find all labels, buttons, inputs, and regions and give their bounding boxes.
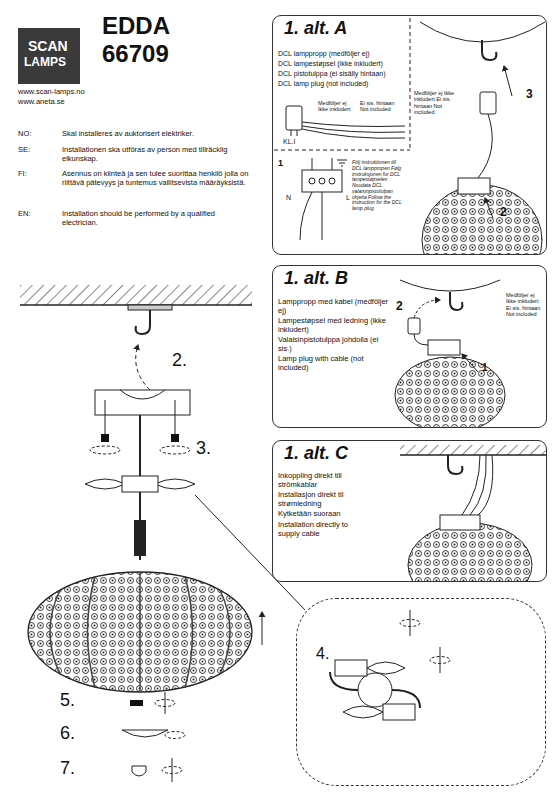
language-code: FI:	[18, 170, 27, 179]
panel-text: DCL lamp plug (not included)	[278, 80, 408, 88]
instruction-panel: 1. alt. A DCL lamppropp (medföljer ej) DCL…	[272, 15, 547, 255]
callout-number: 1	[278, 158, 283, 168]
callout-number: 7.	[60, 758, 75, 779]
panel-heading: 1. alt. C	[284, 443, 348, 464]
small-note: Ei sis. hintaan Not included	[360, 100, 404, 113]
panel-heading: 1. alt. A	[284, 18, 347, 39]
small-note: Följ instruktionen till DCL lamppropen F…	[352, 160, 406, 212]
url: www.scan-lamps.no	[18, 88, 85, 97]
panel-text: Lampestøpsel med ledning (ikke inkludert…	[278, 317, 390, 334]
callout-number: 4.	[316, 645, 329, 663]
instruction-panel: 1. alt. B Lamppropp med kabel (medföljer …	[272, 265, 547, 428]
callout-number: 2.	[172, 350, 187, 371]
safety-note: Asennus on kiinteä ja sen tulee suoritta…	[62, 170, 257, 187]
logo-text: SCAN	[28, 38, 68, 54]
panel-text: Installation directly to supply cable	[278, 521, 370, 538]
detail-callout-box: 4.	[296, 598, 546, 786]
callout-number: 3	[526, 88, 533, 102]
panel-text: Kytketään suoraan	[278, 510, 370, 519]
panel-text: DCL pistotulppa (ei sisälly hintaan)	[278, 70, 408, 78]
small-note: Medföljer ej Ikke inkludert Ei sis. hint…	[414, 90, 462, 115]
callout-number: 5.	[60, 690, 75, 711]
logo-square	[18, 28, 80, 84]
panel-text: Lamp plug with cable (not included)	[278, 355, 390, 372]
panel-text: DCL lamppropp (medföljer ej)	[278, 50, 408, 58]
callout-number: 6.	[60, 723, 75, 744]
logo-text: LAMPS	[24, 56, 66, 70]
callout-number: 2	[396, 300, 403, 314]
language-code: EN:	[18, 210, 31, 219]
terminal-label: N	[286, 194, 291, 202]
safety-note: Installationen ska utföras av person med…	[62, 146, 252, 163]
callout-number: 2	[500, 206, 507, 220]
panel-text: DCL lampestøpsel (ikke inkludert)	[278, 60, 408, 68]
panel-heading: 1. alt. B	[284, 268, 348, 289]
safety-note: Skal installeres av auktorisert elektrik…	[62, 130, 262, 139]
language-code: SE:	[18, 146, 30, 155]
panel-text: Valaisinpistotulppa johdolla (ei sis.)	[278, 336, 390, 353]
title: EDDA	[102, 12, 170, 40]
safety-note: Installation should be performed by a qu…	[62, 210, 252, 227]
symbol-label: KL.I	[283, 138, 295, 146]
language-code: NO:	[18, 130, 31, 139]
callout-number: 3.	[196, 438, 211, 459]
terminal-label: L	[346, 194, 350, 202]
panel-text: Installasjon direkt til strømledning	[278, 491, 370, 508]
model-number: 66709	[102, 40, 169, 68]
small-note: Medföljer ej Ikke inkludert	[318, 100, 356, 113]
panel-text: Inkoppling direkt till strömkablar	[278, 472, 370, 489]
instruction-panel: 1. alt. C Inkoppling direkt till strömkab…	[272, 440, 547, 582]
small-note: Medföljer ej Ikke inkludert Ei sis. hint…	[506, 292, 544, 317]
callout-number: 1	[482, 362, 488, 374]
url: www.aneta.se	[18, 98, 65, 107]
panel-text: Lamppropp med kabel (medföljer ej)	[278, 298, 390, 315]
